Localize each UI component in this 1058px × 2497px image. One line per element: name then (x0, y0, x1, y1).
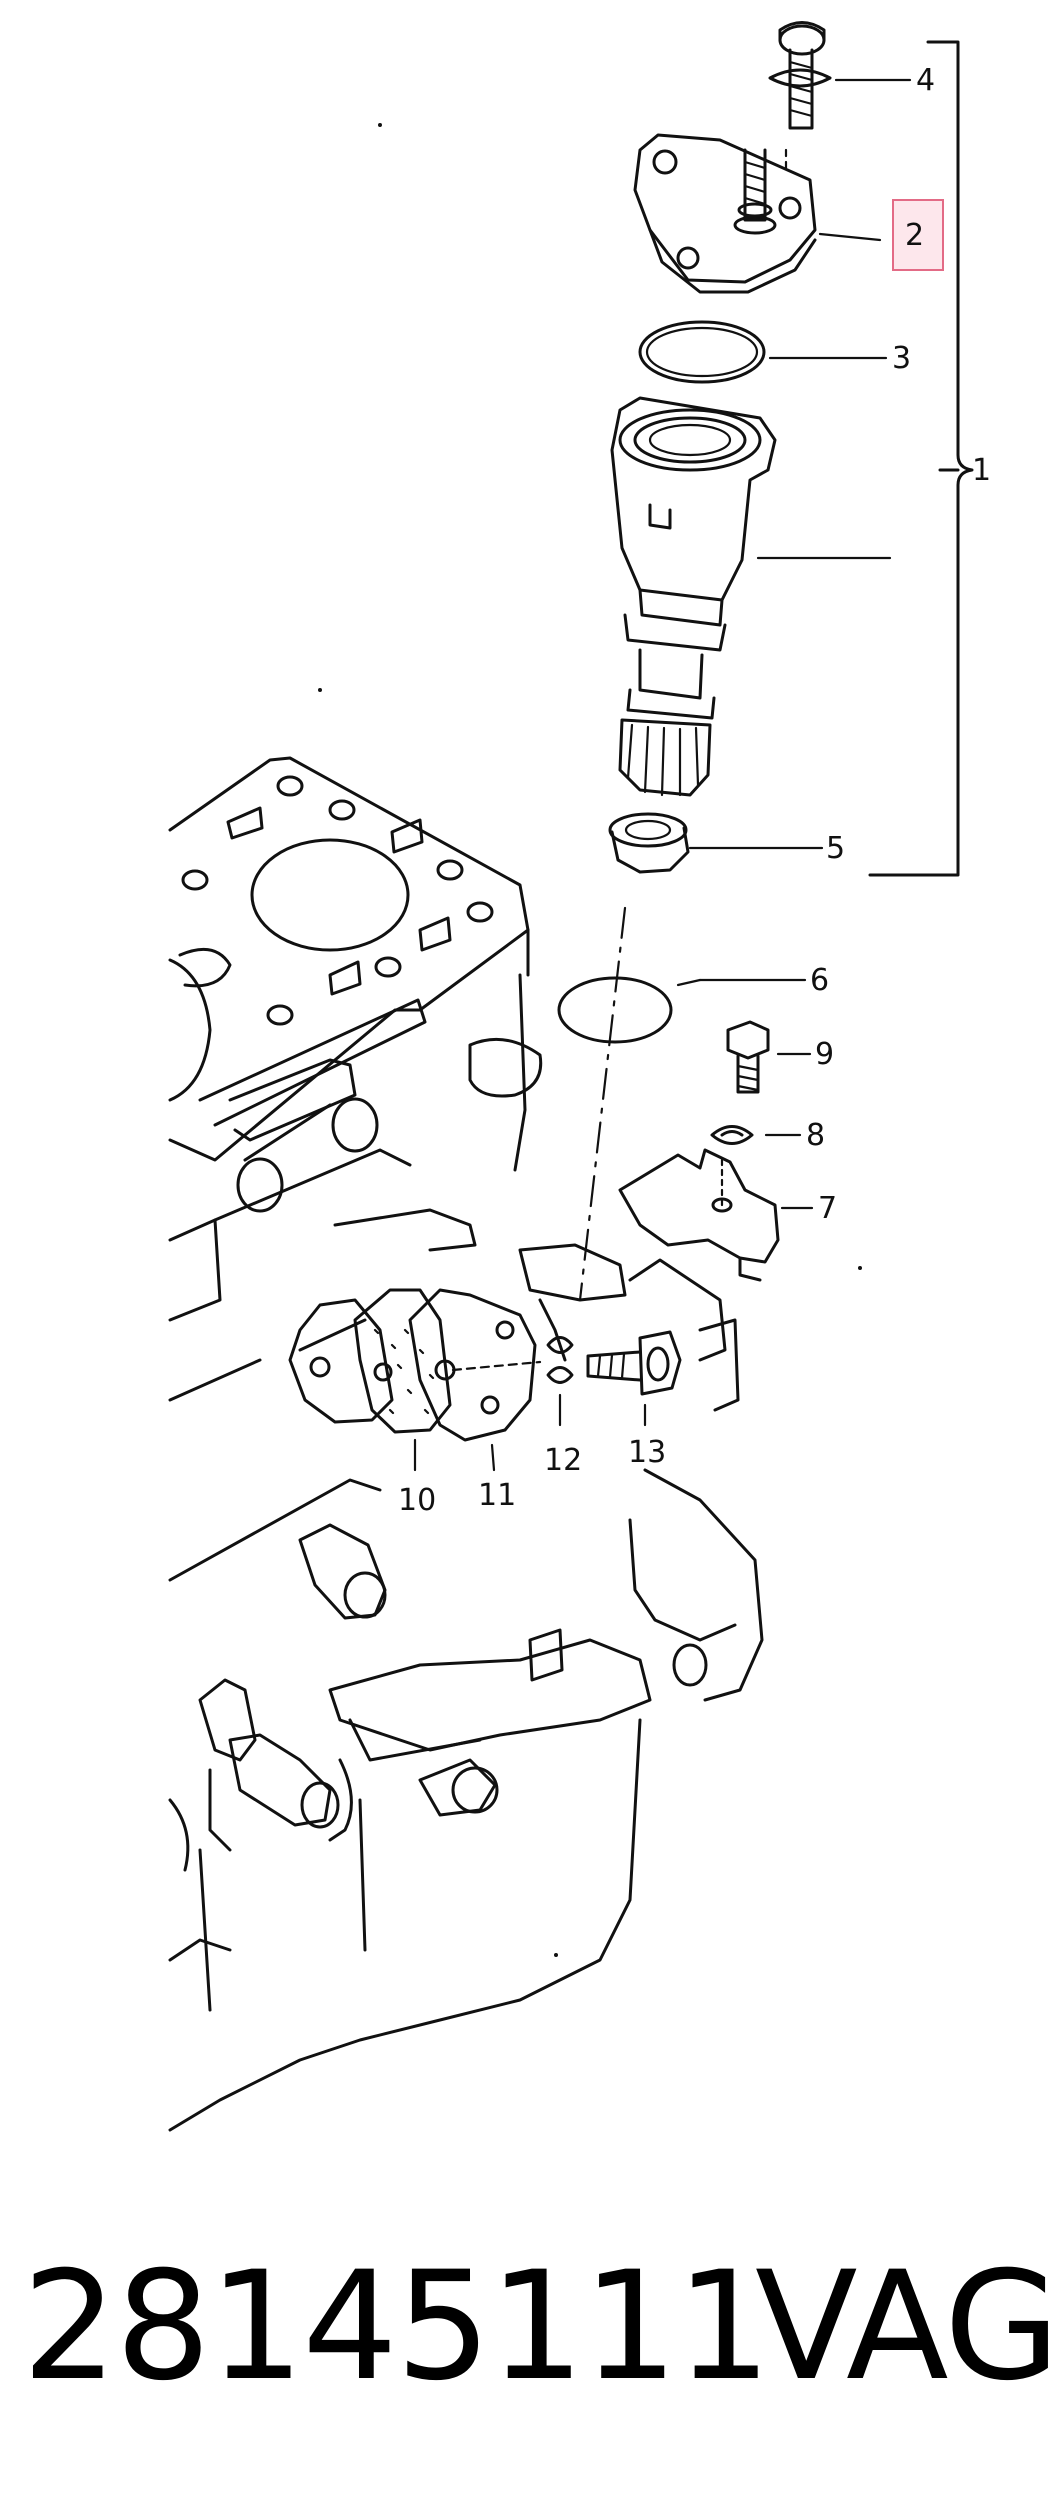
callout-8: 8 (806, 1118, 825, 1153)
part-number: 28145111 (22, 2240, 771, 2414)
footer-caption: 28145111 VAG (0, 2230, 1058, 2470)
callout-10: 10 (398, 1483, 436, 1518)
drive-housing-part-1 (610, 396, 892, 797)
callout-2: 2 (905, 218, 924, 253)
engine-block (168, 756, 764, 2132)
bolt-part-13 (586, 1330, 682, 1427)
washer-part-8 (710, 1125, 802, 1145)
callout-13: 13 (628, 1435, 666, 1470)
callout-5: 5 (826, 831, 845, 866)
callout-4: 4 (916, 63, 935, 98)
flange-plate-part-2 (633, 133, 944, 294)
o-ring-part-3 (638, 320, 888, 384)
gasket-part-6 (557, 976, 807, 1044)
bolt-part-4 (768, 21, 912, 172)
callout-1: 1 (972, 453, 991, 488)
seal-part-5 (608, 812, 824, 874)
callout-7: 7 (818, 1191, 837, 1226)
callout-11: 11 (478, 1478, 516, 1513)
exploded-parts-diagram: 4 2 3 1 5 6 9 8 7 10 11 12 13 (168, 21, 991, 2132)
callout-9: 9 (815, 1037, 834, 1072)
callout-12: 12 (544, 1443, 582, 1478)
washer-part-12 (546, 1336, 574, 1427)
callout-6: 6 (810, 963, 829, 998)
cover-plates-parts-10-11 (288, 1288, 542, 1472)
bolt-part-9 (726, 1020, 812, 1094)
callout-3: 3 (892, 341, 911, 376)
callout-2-highlight (892, 199, 944, 271)
assembly-bracket (868, 40, 974, 877)
bracket-part-7 (618, 1148, 814, 1282)
brand-name: VAG (755, 2240, 1058, 2414)
